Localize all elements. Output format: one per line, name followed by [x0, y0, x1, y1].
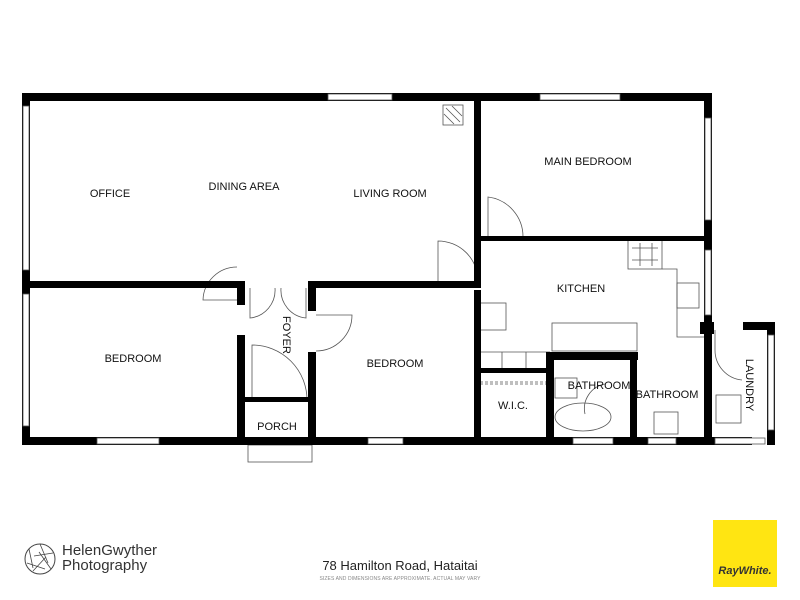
room-label-office: OFFICE	[90, 188, 130, 200]
room-label-wic: W.I.C.	[498, 400, 528, 412]
photographer-subtitle: Photography	[62, 557, 148, 574]
room-label-bathroom-1: BATHROOM	[568, 380, 631, 392]
fixtures	[442, 104, 742, 435]
room-label-foyer: FOYER	[280, 316, 292, 354]
ray-white-logo: RayWhite.	[713, 520, 777, 587]
room-label-laundry: LAUNDRY	[743, 359, 755, 412]
basin-icon	[653, 411, 679, 435]
room-label-bathroom-2: BATHROOM	[636, 389, 699, 401]
property-address: 78 Hamilton Road, Hataitai	[322, 558, 478, 573]
cooktop	[627, 239, 663, 270]
room-label-living: LIVING ROOM	[353, 188, 426, 200]
photographer-logo: HelenGwyther Photography	[62, 543, 157, 573]
disclaimer: SIZES AND DIMENSIONS ARE APPROXIMATE. AC…	[319, 576, 481, 582]
windows	[22, 93, 775, 445]
room-label-bedroom-1: BEDROOM	[105, 353, 162, 365]
room-label-dining: DINING AREA	[209, 181, 281, 193]
room-label-bedroom-2: BEDROOM	[367, 358, 424, 370]
aperture-logo-icon	[24, 543, 56, 575]
room-label-kitchen: KITCHEN	[557, 283, 605, 295]
sink	[676, 282, 700, 309]
agency-name: RayWhite.	[718, 565, 772, 577]
room-label-porch: PORCH	[257, 421, 297, 433]
toilet-icon	[554, 377, 578, 399]
washing-machine-icon	[715, 394, 742, 424]
photographer-name: HelenGwyther	[62, 542, 158, 559]
room-label-main-bedroom: MAIN BEDROOM	[544, 156, 631, 168]
kitchen-cabinet	[479, 302, 507, 331]
kitchen-island	[551, 322, 638, 352]
bathtub-icon	[554, 402, 612, 432]
